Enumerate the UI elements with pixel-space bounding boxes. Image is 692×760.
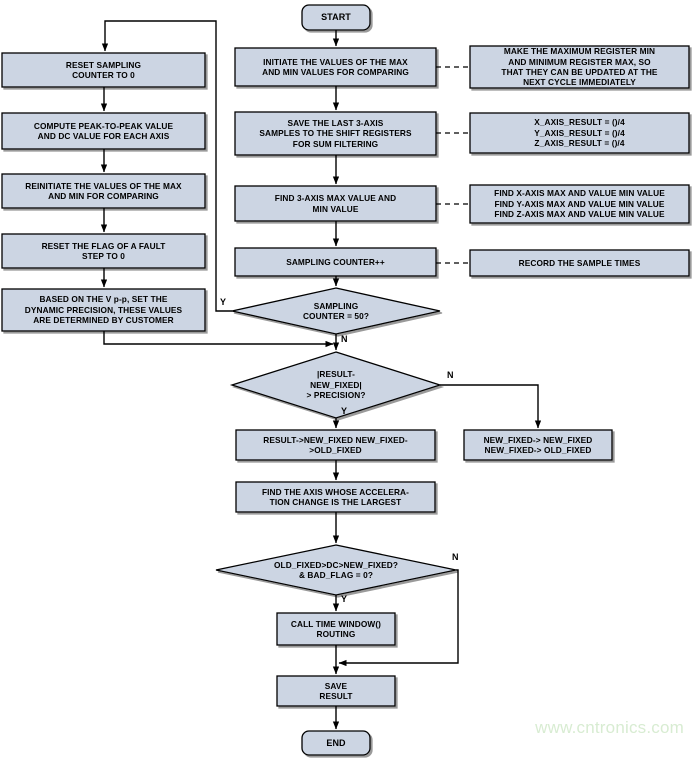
node-init-values-shape bbox=[234, 47, 437, 87]
edge-label-counter-yes: Y bbox=[220, 297, 227, 307]
edge-dynprec-to-nopath bbox=[103, 331, 334, 348]
node-save-samples-shape bbox=[234, 111, 437, 156]
edge-counter-yes-loop bbox=[101, 20, 232, 312]
node-find-minmax-shape bbox=[234, 185, 437, 222]
edge-label-precision-yes: Y bbox=[341, 406, 348, 416]
node-reset-counter-shape bbox=[1, 52, 206, 88]
node-start-shape bbox=[301, 4, 371, 31]
node-counter-inc-shape bbox=[234, 247, 437, 277]
node-counter-check-shape bbox=[231, 287, 441, 335]
edge-label-oldfixed-no: N bbox=[452, 552, 459, 562]
node-dynamic-precision-shape bbox=[1, 288, 206, 332]
edge-label-counter-no: N bbox=[341, 334, 348, 344]
node-save-result-shape bbox=[276, 675, 396, 707]
annotation-note-find-axis-shape bbox=[469, 184, 690, 224]
annotation-note-sample-times-shape bbox=[469, 249, 690, 277]
node-end-shape bbox=[301, 730, 371, 756]
annotation-note-registers-shape bbox=[469, 45, 690, 89]
node-newfixed-assign-shape bbox=[463, 429, 613, 461]
edge-precision-no-to-newfixed bbox=[440, 384, 542, 429]
node-compute-pp-shape bbox=[1, 112, 206, 150]
edge-label-precision-no: N bbox=[447, 370, 454, 380]
node-result-assign-shape bbox=[235, 429, 436, 461]
node-reinit-values-shape bbox=[1, 173, 206, 209]
node-call-time-window-shape bbox=[276, 612, 396, 646]
node-oldfixed-check-shape bbox=[215, 544, 457, 596]
edge-label-oldfixed-yes: Y bbox=[341, 594, 348, 604]
node-find-axis-shape bbox=[235, 481, 436, 513]
node-precision-check-shape bbox=[229, 351, 443, 419]
watermark: www.cntronics.com bbox=[535, 718, 684, 737]
annotation-note-axis-result-shape bbox=[469, 112, 690, 154]
edge-oldfixed-no-loop bbox=[338, 569, 459, 667]
node-reset-flag-shape bbox=[1, 233, 206, 269]
